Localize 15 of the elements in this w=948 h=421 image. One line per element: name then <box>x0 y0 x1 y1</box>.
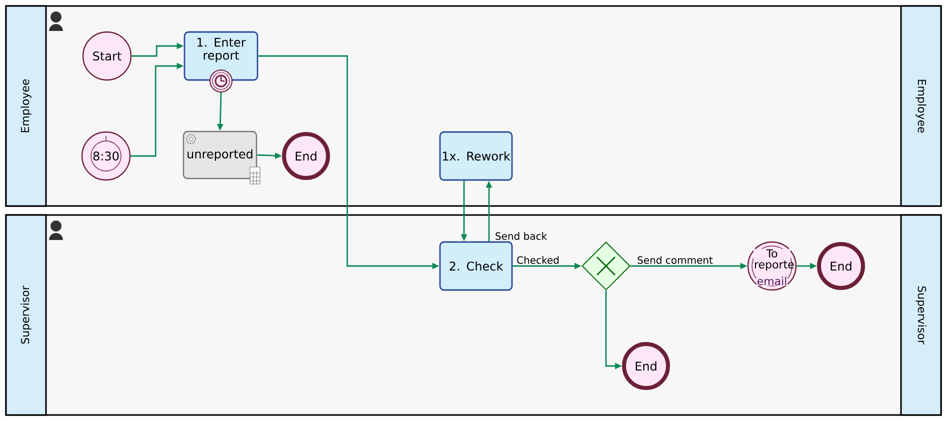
gateway-diamond <box>582 242 630 290</box>
edge-label: Send back <box>494 231 548 241</box>
lane-header: Supervisor <box>900 214 942 416</box>
lane-header: Supervisor <box>5 214 47 416</box>
lane-header: Employee <box>900 5 942 207</box>
task-box: 2. Check <box>439 241 513 291</box>
swimlane <box>5 5 942 207</box>
service-task-box: unreported <box>182 130 260 184</box>
edge-label: Send comment <box>636 255 714 265</box>
task-box: 1. Enter report <box>184 31 258 81</box>
lane-header: Employee <box>5 5 47 207</box>
task-box: 1x. Rework <box>439 131 513 181</box>
edge-label: Checked <box>516 255 560 265</box>
swimlane <box>5 214 942 416</box>
timer-event-circle <box>210 70 232 92</box>
